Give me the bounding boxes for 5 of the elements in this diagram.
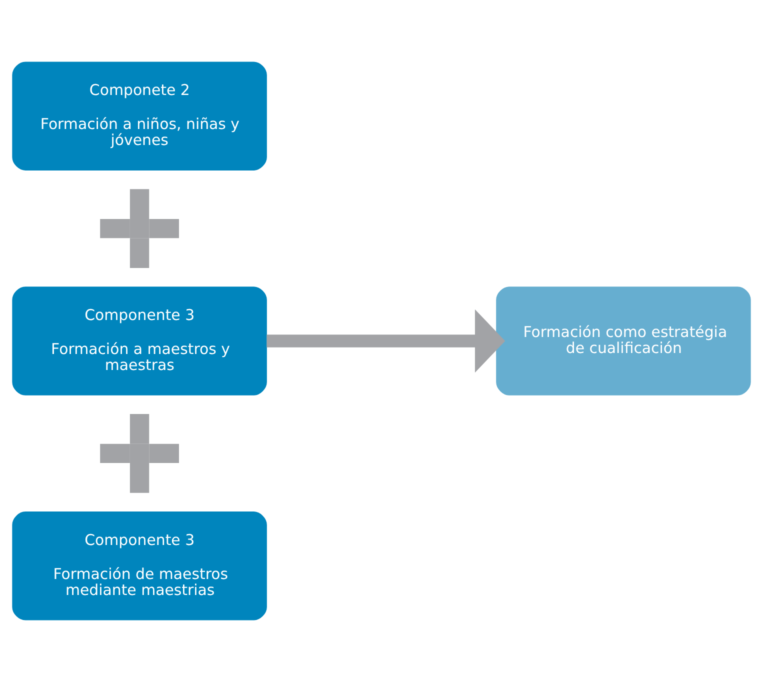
node-box: Componete 2 Formación a niños, niñas y jóvenes (12, 61, 267, 170)
node-box: Formación como estratégia de cualificación (496, 286, 751, 395)
arrow (266, 308, 506, 372)
node-box: Componente 3 Formación a maestros y maestras (12, 286, 267, 395)
node-box: Componente 3 Formación de maestros mediante maestrias (12, 511, 267, 620)
